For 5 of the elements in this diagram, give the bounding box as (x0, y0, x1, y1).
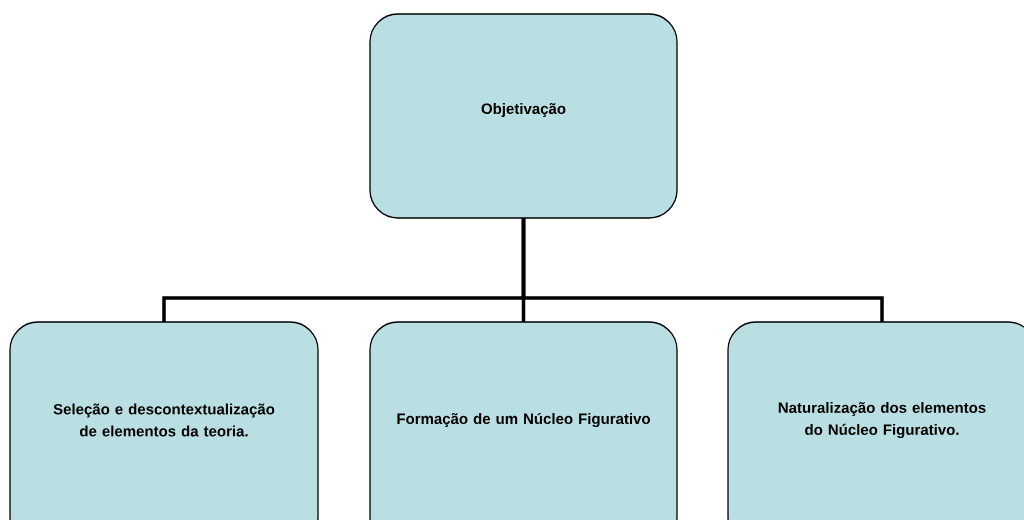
process-box: Seleção e descontextualização de elementos da teoria. (9, 321, 319, 520)
connector-line (521, 218, 884, 322)
process-box: Objetivação (369, 13, 678, 219)
process-box: Formação de um Núcleo Figurativo (369, 321, 678, 520)
process-box: Naturalização dos elementos do Núcleo Figurativo. (727, 321, 1024, 520)
